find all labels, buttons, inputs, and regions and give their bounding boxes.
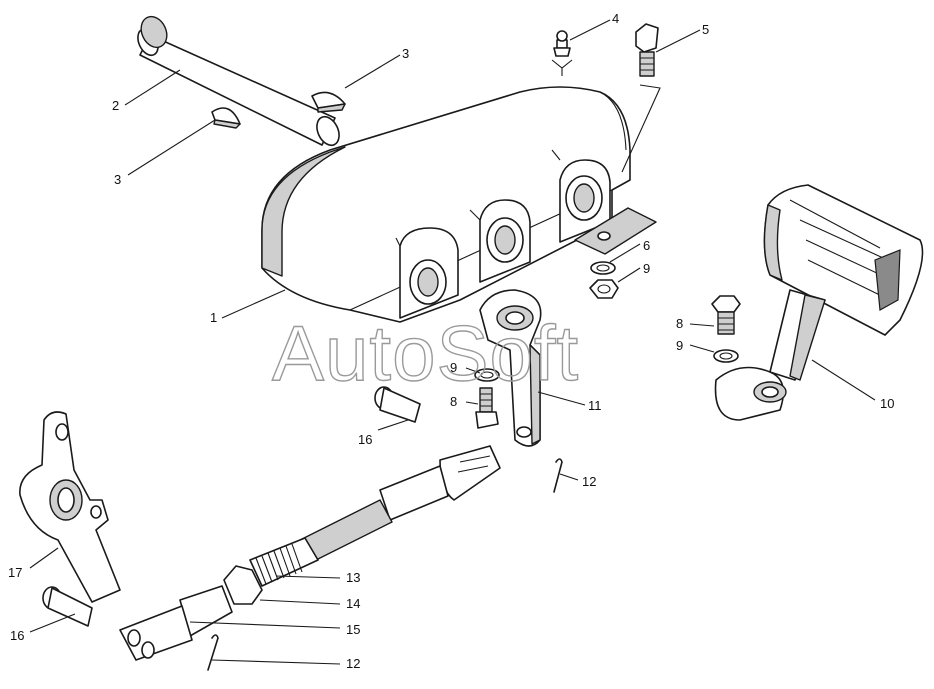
callout-3-lower: 3 <box>114 172 121 187</box>
callout-15: 15 <box>346 622 360 637</box>
callout-14: 14 <box>346 596 360 611</box>
clevis-pin-upper <box>374 386 421 423</box>
lower-lever <box>19 411 121 603</box>
nut-upper <box>589 279 619 299</box>
clevis-pin-lower <box>42 586 93 627</box>
grease-fitting <box>551 30 573 76</box>
woodruff-key-lower <box>211 107 241 129</box>
pivot-pin <box>137 15 340 147</box>
callout-8-center: 8 <box>450 394 457 409</box>
pedal <box>714 184 924 421</box>
washer-right <box>713 349 739 363</box>
adjusting-rod <box>119 445 501 661</box>
watermark-text: AutoSoft <box>272 309 579 397</box>
bracket-housing <box>261 86 631 323</box>
bolt-5 <box>635 23 659 77</box>
callout-1: 1 <box>210 310 217 325</box>
callout-9-upper: 9 <box>643 261 650 276</box>
callout-11: 11 <box>588 398 602 413</box>
callout-4: 4 <box>612 11 619 26</box>
callout-9-right: 9 <box>676 338 683 353</box>
callout-9-center: 9 <box>450 360 457 375</box>
bolt-right <box>711 295 741 335</box>
callout-8-right: 8 <box>676 316 683 331</box>
woodruff-key-upper <box>311 91 346 113</box>
callout-12-upper: 12 <box>582 474 596 489</box>
callout-labels: 2 3 3 4 5 1 6 9 8 9 10 9 8 11 16 12 17 1… <box>8 11 894 671</box>
cotter-pin-upper <box>553 458 563 493</box>
callout-16-upper: 16 <box>358 432 372 447</box>
intermediate-lever <box>479 289 542 447</box>
lock-plate <box>574 207 657 255</box>
callout-12-lower: 12 <box>346 656 360 671</box>
callout-17: 17 <box>8 565 22 580</box>
callout-10: 10 <box>880 396 894 411</box>
washer-center <box>474 368 500 382</box>
callout-1-2: 2 <box>112 98 119 113</box>
washer-upper <box>590 261 616 275</box>
callout-5: 5 <box>702 22 709 37</box>
callout-6: 6 <box>643 238 650 253</box>
leader-lines <box>29 19 876 665</box>
callout-13: 13 <box>346 570 360 585</box>
cotter-pin-lower <box>207 634 219 671</box>
callout-16-lower: 16 <box>10 628 24 643</box>
callout-3-upper: 3 <box>402 46 409 61</box>
bolt-center <box>475 387 499 429</box>
